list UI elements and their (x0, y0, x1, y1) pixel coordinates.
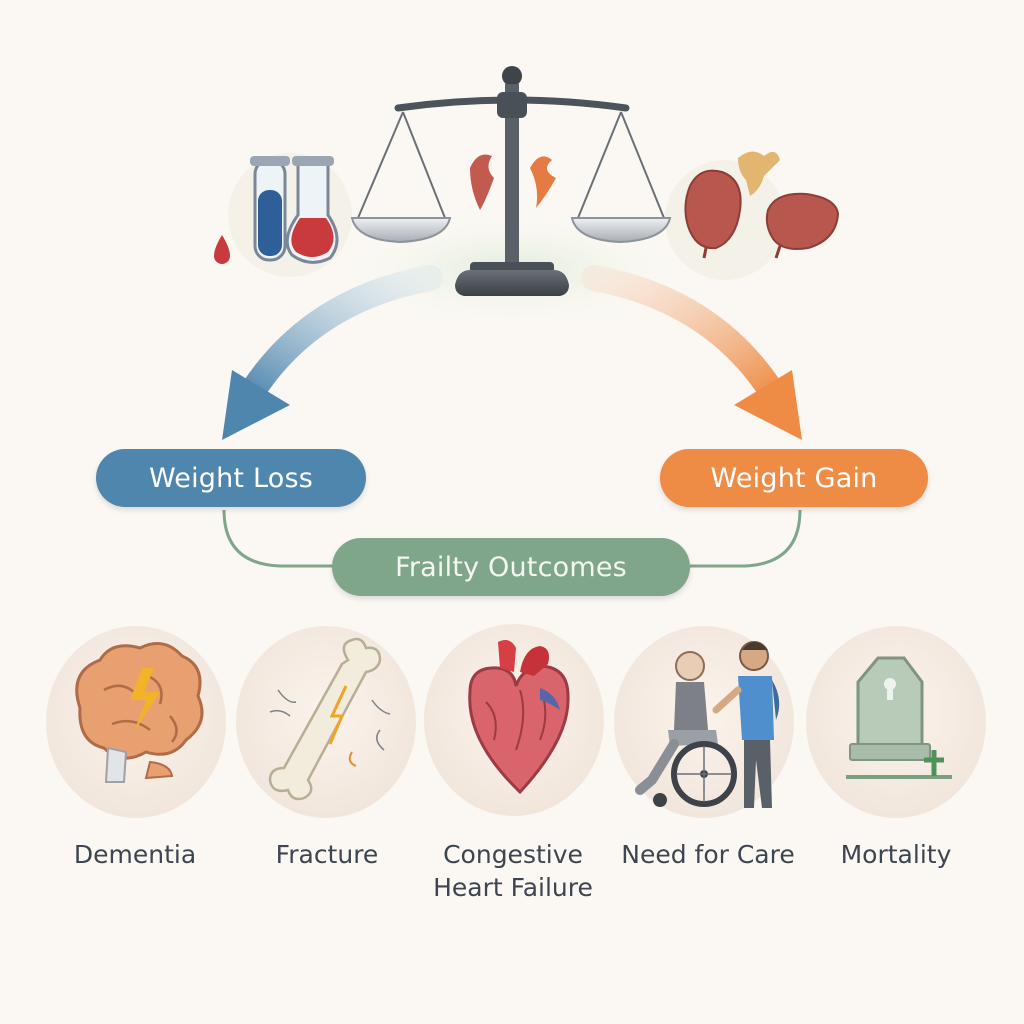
bone-icon (268, 637, 391, 801)
weight-loss-label: Weight Loss (148, 462, 314, 494)
liver-kidney-icon (684, 151, 840, 259)
outcome-label-need-for-care: Need for Care (621, 840, 795, 869)
balance-scale-icon (350, 66, 672, 296)
weight-gain-label: Weight Gain (710, 462, 878, 494)
connector-gain (690, 509, 802, 568)
frailty-outcomes-label: Frailty Outcomes (395, 551, 627, 583)
wheelchair-care-icon (635, 641, 780, 808)
weight-loss-arrow (222, 265, 443, 440)
brain-icon (75, 642, 204, 783)
frailty-outcomes-pill: Frailty Outcomes (332, 538, 690, 596)
weight-loss-pill: Weight Loss (96, 449, 366, 507)
outcome-label-congestive-heart-failure: Congestive Heart Failure (433, 840, 593, 902)
weight-gain-arrow (581, 265, 802, 440)
outcome-label-fracture: Fracture (275, 840, 379, 869)
gravestone-icon (846, 656, 952, 779)
heart-icon (468, 640, 570, 795)
outcome-label-mortality: Mortality (840, 840, 952, 869)
outcome-label-dementia: Dementia (73, 840, 197, 869)
connector-loss (222, 509, 334, 568)
weight-gain-pill: Weight Gain (660, 449, 928, 507)
blood-test-tubes-icon (214, 156, 339, 264)
